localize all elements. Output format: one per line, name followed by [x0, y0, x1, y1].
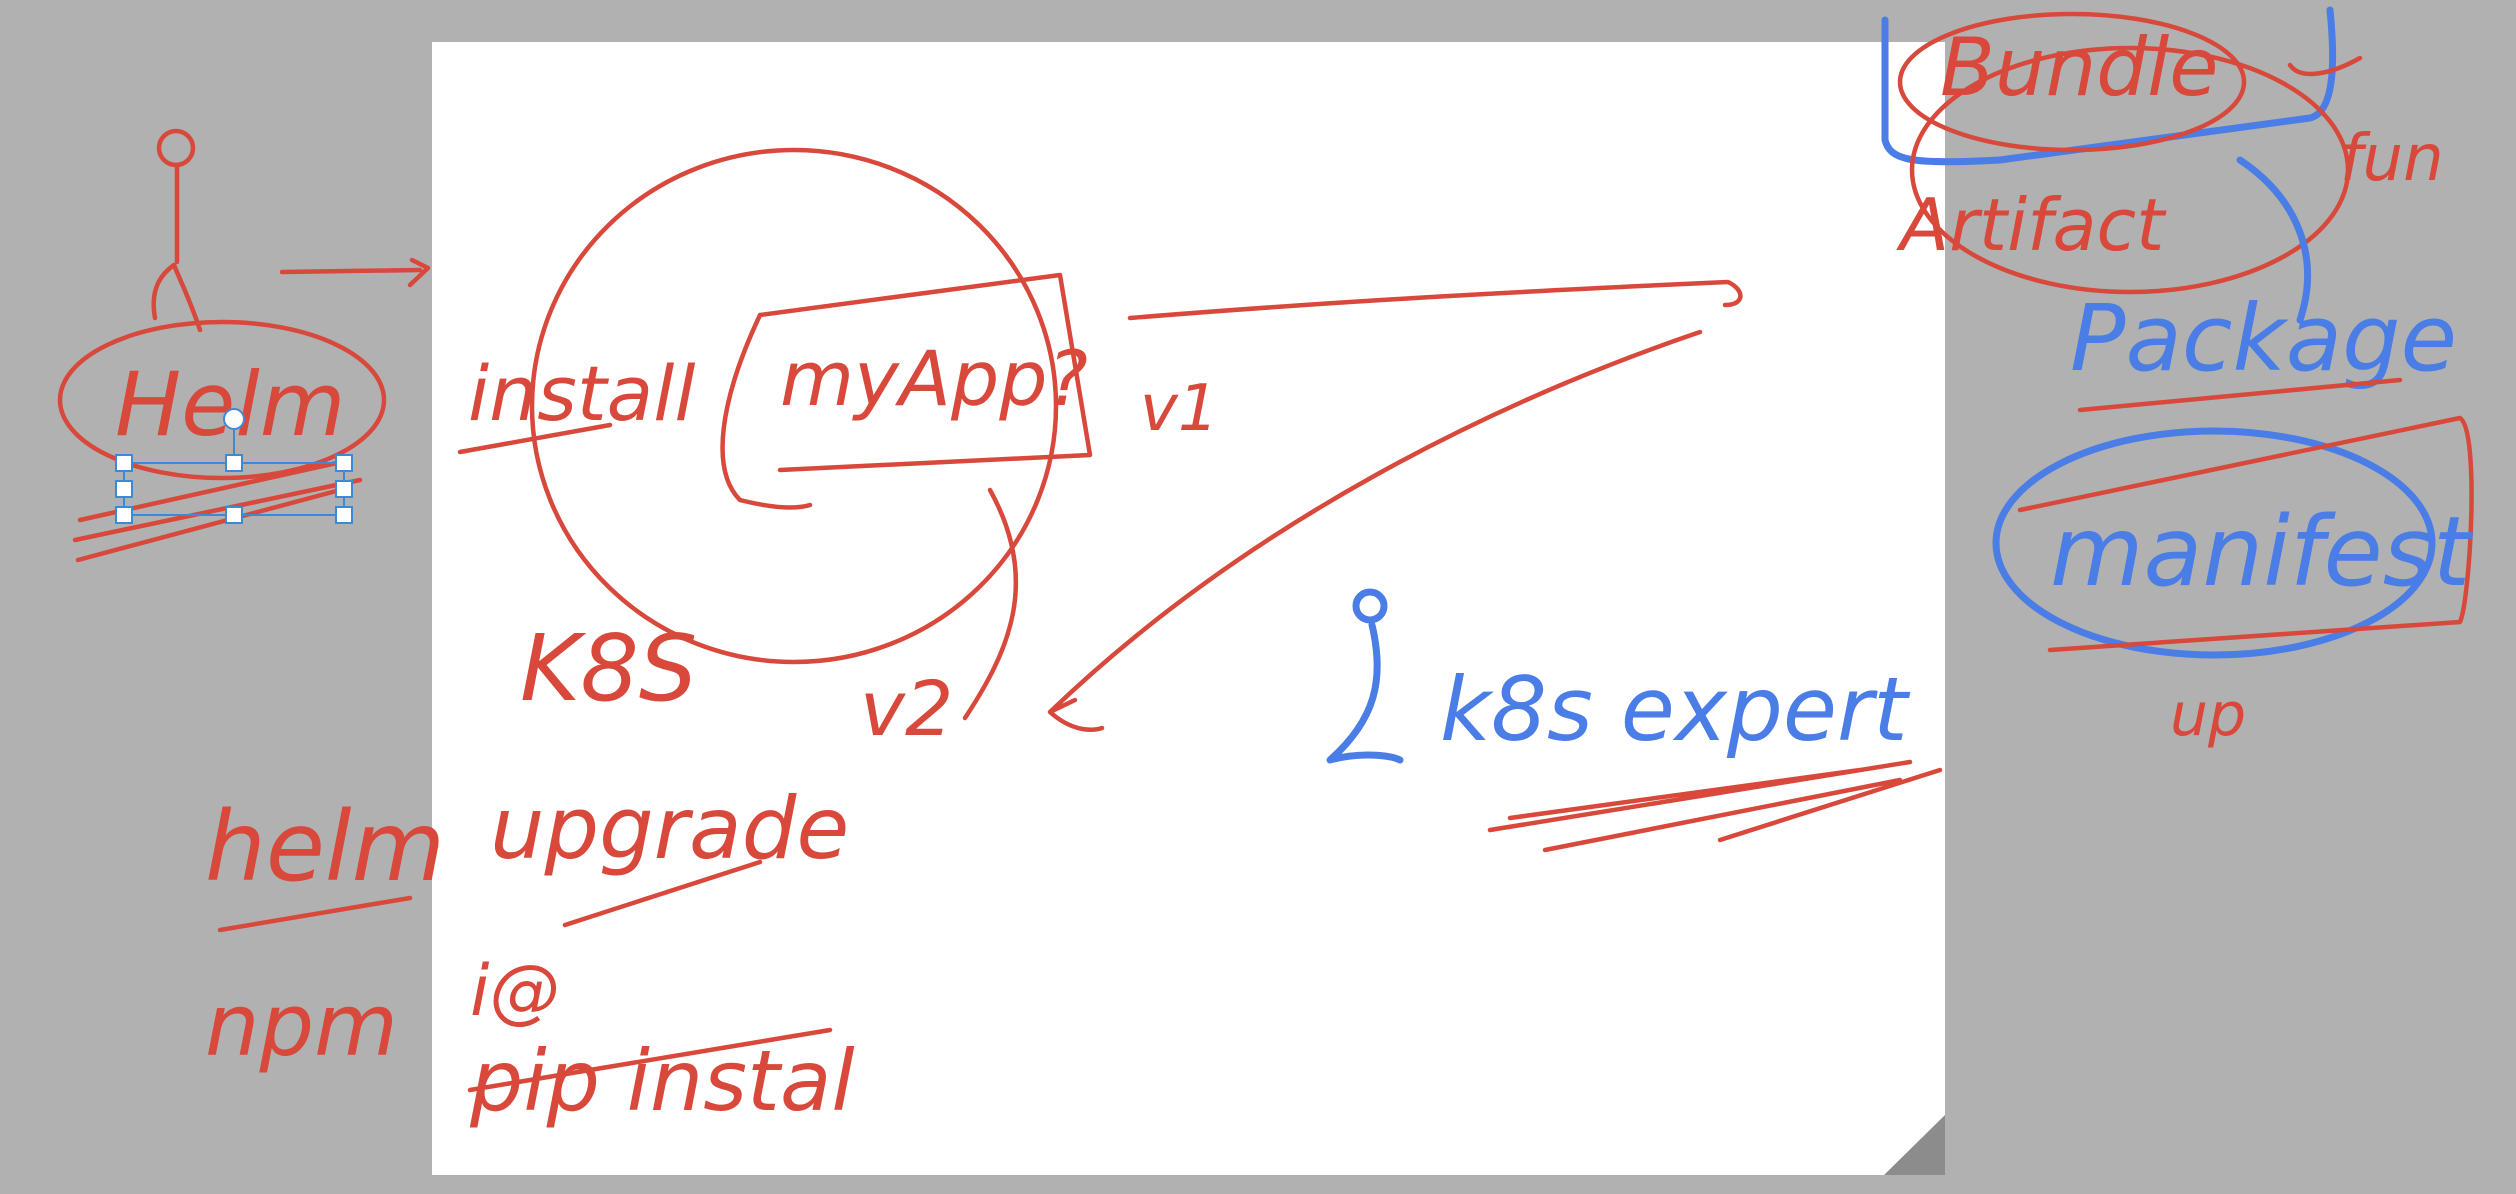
npm-text: npm — [205, 976, 398, 1076]
k8s-expert-group: k8s expert — [1326, 588, 1943, 853]
helm-left-group: Helm — [57, 319, 387, 563]
page-sheet[interactable] — [432, 42, 1945, 1175]
k8s-text: K8S — [520, 615, 697, 722]
helm-upgrade-upgrade-text: upgrade — [490, 779, 849, 879]
stick-figure-icon — [151, 128, 431, 333]
resize-handle[interactable] — [115, 480, 133, 498]
resize-handle[interactable] — [115, 454, 133, 472]
bundle-text: Bundle — [1940, 21, 2219, 114]
resize-handle[interactable] — [225, 506, 243, 524]
helm-upgrade-helm-text: helm — [205, 791, 445, 903]
v2-text: v2 — [860, 664, 953, 753]
resize-handle[interactable] — [225, 454, 243, 472]
helm-left-text: Helm — [115, 353, 345, 456]
bundle-artifact-group: Bundle Artifact fun — [1881, 6, 2444, 295]
up-text: up — [2170, 680, 2246, 750]
npm-i-text: i@ — [470, 950, 559, 1032]
resize-handle[interactable] — [335, 454, 353, 472]
myapp-box — [720, 272, 1093, 510]
fun-text: fun — [2340, 122, 2444, 196]
myapp-text: myApp? — [780, 334, 1088, 423]
manifest-text: manifest — [2050, 496, 2474, 608]
resize-handle[interactable] — [335, 506, 353, 524]
page-corner-fold-icon[interactable] — [1884, 1115, 1945, 1175]
package-manifest-group: Package manifest up — [1992, 156, 2474, 750]
rotate-handle-icon[interactable] — [223, 408, 245, 430]
k8s-expert-text: k8s expert — [1440, 658, 1911, 761]
package-text: Package — [2070, 285, 2457, 392]
artifact-text: Artifact — [1896, 183, 2167, 267]
install-text: install — [468, 349, 695, 438]
v1-text: v1 — [1140, 372, 1219, 446]
install-circle — [529, 147, 1059, 665]
resize-handle[interactable] — [115, 506, 133, 524]
resize-handle[interactable] — [335, 480, 353, 498]
